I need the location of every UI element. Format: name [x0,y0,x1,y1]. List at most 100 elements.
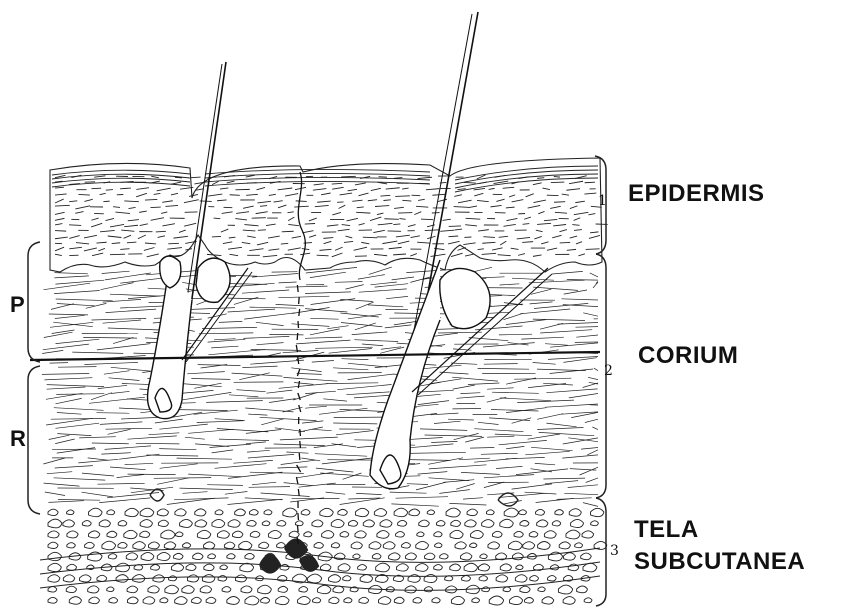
fat-cell [563,597,575,605]
epidermis-stroke [538,211,544,213]
epidermis-stroke [512,200,524,202]
fat-cell [241,586,252,593]
epidermis-stroke [96,242,106,243]
collagen-fiber [214,339,235,340]
collagen-fiber [83,337,137,338]
fat-cell [48,563,61,571]
epidermis-stroke [454,229,462,230]
epidermis-stroke [315,205,329,206]
fat-cell [360,575,372,583]
collagen-fiber [55,280,104,284]
fat-cell [529,532,538,537]
epidermis-stroke [442,219,450,220]
epidermis-stroke [440,230,454,231]
epidermis-stroke [69,247,82,248]
epidermis-stroke [230,254,239,255]
epidermis-stroke [533,200,545,203]
epidermis-stroke [269,249,280,250]
collagen-fiber [105,273,151,280]
fat-cell [169,576,177,581]
epidermis-stroke [572,225,579,226]
epidermis-stroke [220,188,228,189]
epidermis-stroke [144,247,155,250]
epidermis-stroke [551,182,564,183]
collagen-fiber [564,493,598,494]
epidermis-stroke [243,206,254,208]
collagen-fiber [352,332,388,335]
collagen-fiber [208,339,246,342]
epidermis-stroke [578,254,584,256]
collagen-fiber [536,498,574,502]
collagen-fiber [525,451,569,455]
collagen-fiber [108,429,131,434]
fat-cell [268,530,281,538]
collagen-fiber [208,350,265,355]
epidermis-stroke [84,248,97,251]
epidermis-stroke [243,230,256,231]
epidermis-stroke [258,230,266,231]
fat-cell [108,554,116,559]
fat-cell [338,564,350,572]
fat-cell [555,510,564,515]
collagen-fiber [51,304,74,310]
collagen-fiber [312,361,334,363]
collagen-fiber [279,384,328,389]
epidermis-stroke [305,224,315,225]
collagen-fiber [155,419,183,423]
fat-cell [195,520,207,527]
fat-cell [409,509,420,516]
collagen-fiber [43,458,65,464]
epidermis-stroke [124,235,132,238]
epidermis-stroke [302,249,309,250]
collagen-fiber [315,454,367,457]
collagen-fiber [431,441,457,442]
epidermis-stroke [393,254,406,255]
collagen-fiber [535,463,555,464]
epidermis-stroke [94,176,105,177]
fat-cell [509,541,523,550]
collagen-fiber [456,484,475,490]
epidermis-stroke [136,188,149,190]
epidermis-stroke [474,188,485,190]
epidermis-stroke [150,207,160,208]
epidermis-stroke [414,212,421,215]
epidermis-stroke [382,241,397,244]
collagen-fiber [329,349,372,354]
fat-cell [536,509,545,515]
collagen-fiber [326,383,378,384]
collagen-fiber [187,372,225,374]
fat-cell [180,519,193,527]
fat-cell [116,563,130,572]
sweat-duct-segment [300,441,301,448]
sweat-duct-segment [296,345,297,352]
fat-cell [249,510,258,516]
collagen-fiber [562,455,598,458]
fat-cell [340,532,349,537]
epidermis-stroke [489,188,495,189]
collagen-fiber [499,334,532,335]
collagen-fiber [104,371,130,375]
fat-cell [478,564,489,571]
epidermis-stroke [490,205,501,206]
collagen-fiber [260,417,317,420]
collagen-fiber [248,414,267,415]
collagen-fiber [111,391,129,393]
collagen-fiber [159,449,196,450]
collagen-fiber [305,406,327,408]
epidermis-stroke [157,188,171,191]
collagen-fiber [588,377,598,379]
epidermis-stroke [138,235,146,239]
fat-cell [313,598,321,603]
epidermis-stroke [249,249,263,251]
vessel-cross-section [150,489,164,501]
collagen-fiber [496,466,522,468]
epidermis-stroke [575,201,585,202]
fat-cell [295,521,303,526]
collagen-fiber [504,501,522,505]
fat-cell [48,575,60,582]
fat-cell [202,575,215,583]
epidermis-stroke [370,217,381,220]
collagen-fiber [285,286,327,287]
epidermis-stroke [348,189,357,191]
